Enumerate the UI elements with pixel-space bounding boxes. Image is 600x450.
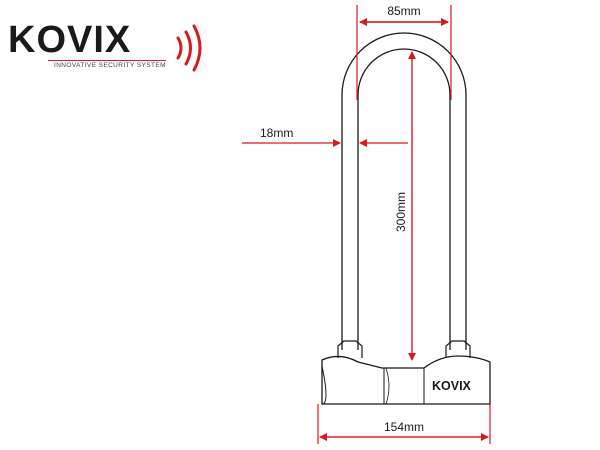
dimension-label-shackle-diameter: 18mm xyxy=(260,126,293,140)
brand-logo: KOVIX INNOVATIVE SECURITY SYSTEM xyxy=(8,18,218,78)
dimension-inner-height: 300mm xyxy=(394,51,416,361)
dimension-shackle-width: 85mm xyxy=(356,4,452,100)
dimension-label-body-width: 154mm xyxy=(384,420,424,434)
shackle xyxy=(337,32,471,358)
lock-body: KOVIX xyxy=(321,355,491,405)
logo-wordmark: KOVIX xyxy=(8,19,132,61)
lock-brand-text: KOVIX xyxy=(432,379,472,393)
dimension-body-width: 154mm xyxy=(317,404,491,444)
dimension-label-shackle-width: 85mm xyxy=(387,4,420,18)
dimension-shackle-diameter: 18mm xyxy=(242,126,408,147)
logo-rule xyxy=(48,60,166,61)
signal-waves-icon xyxy=(176,24,202,72)
dimension-label-inner-height: 300mm xyxy=(394,192,408,232)
logo-tagline: INNOVATIVE SECURITY SYSTEM xyxy=(54,62,166,69)
